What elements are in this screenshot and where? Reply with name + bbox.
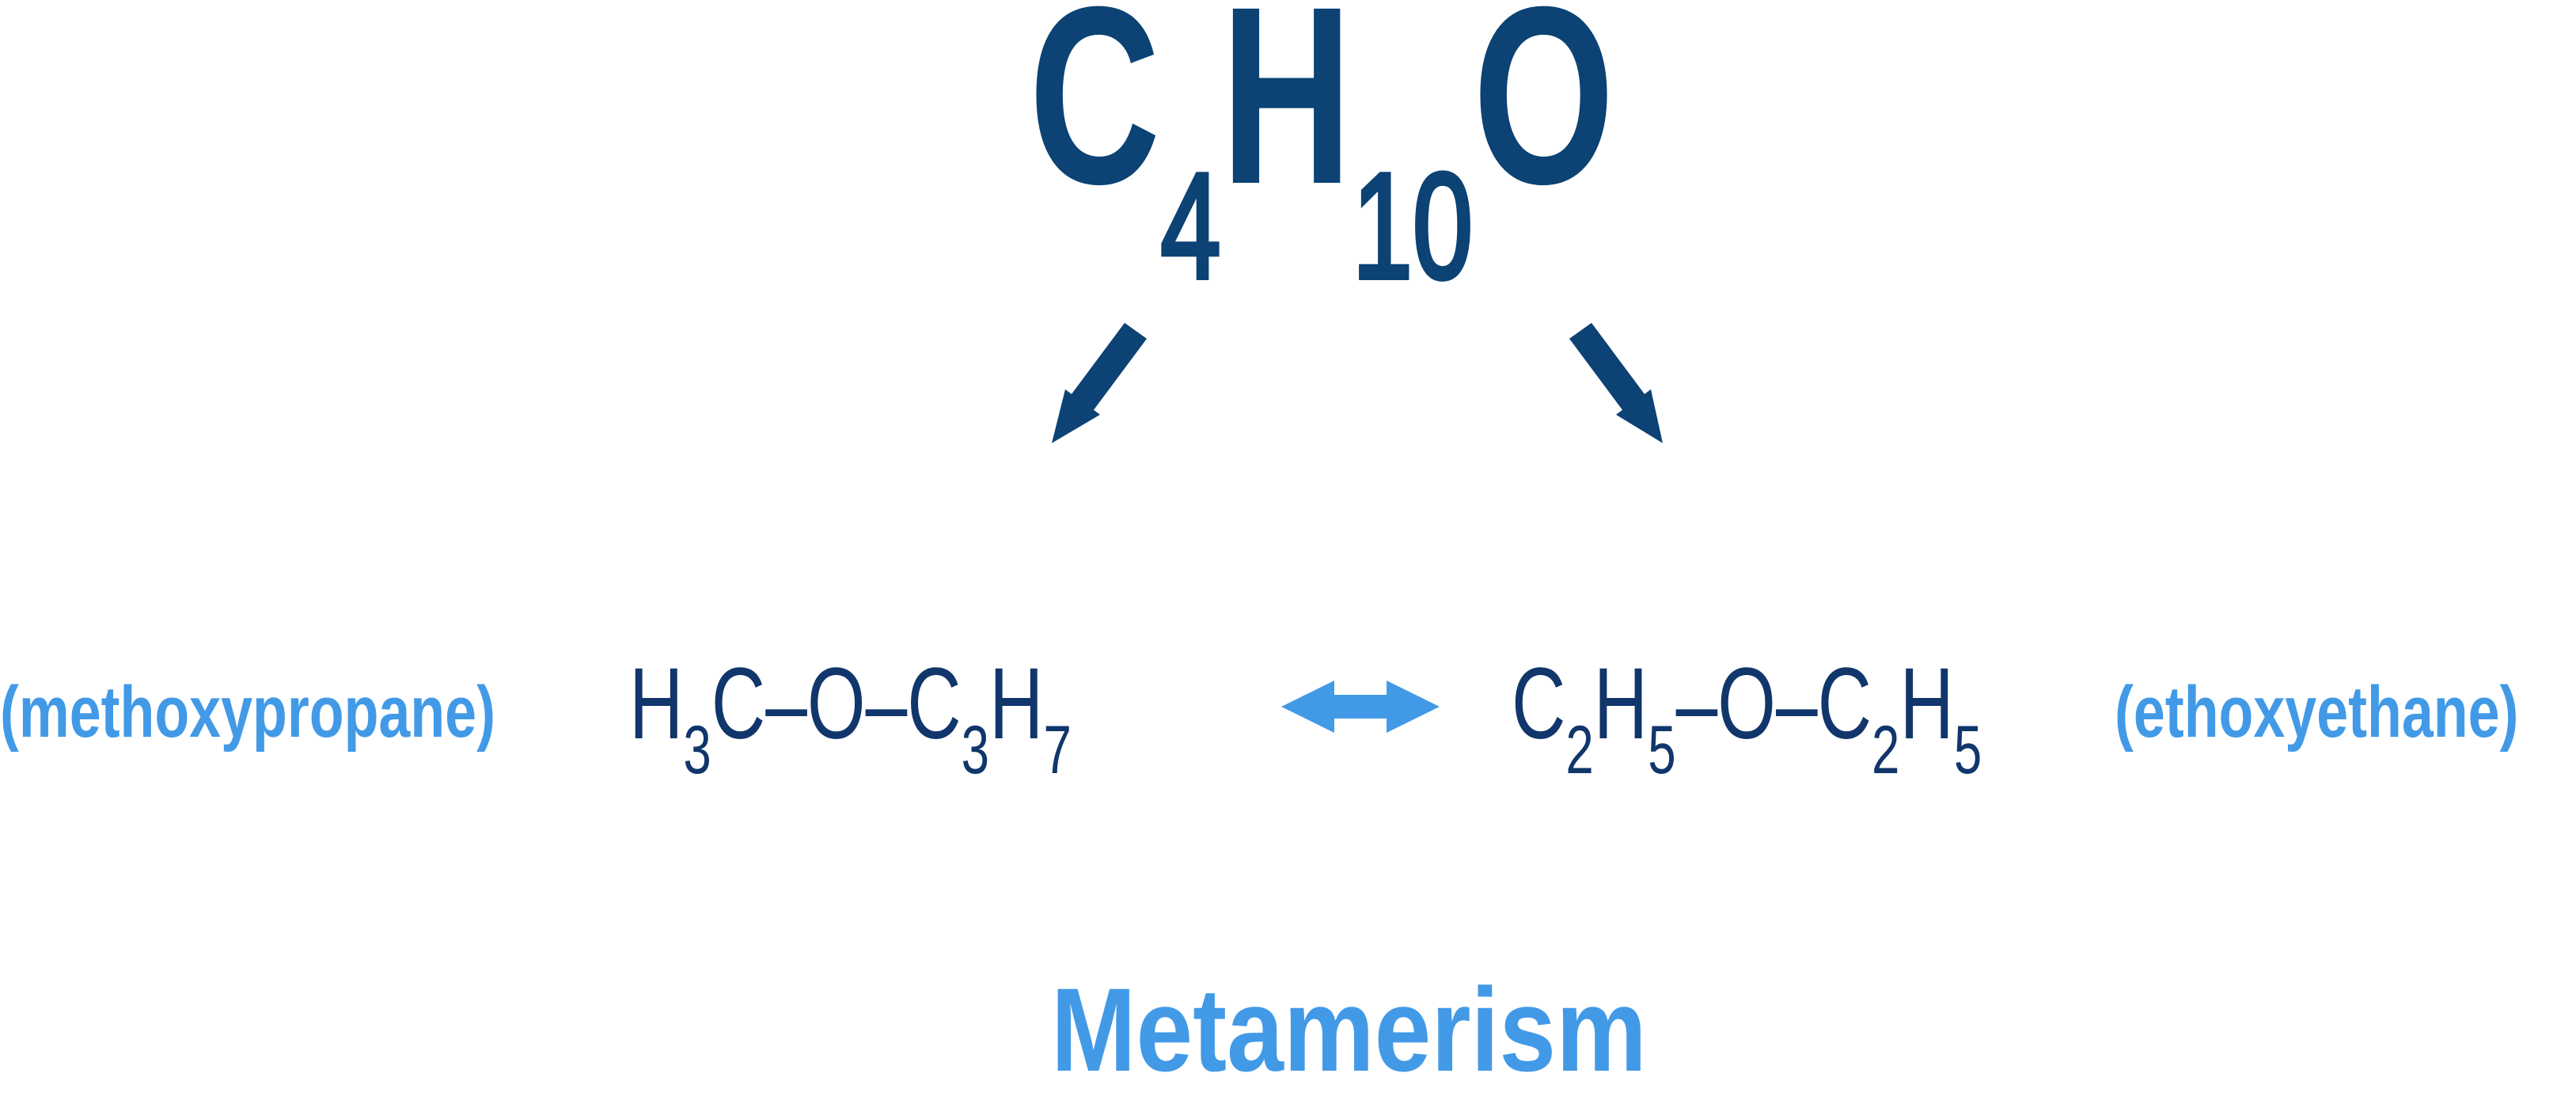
double-headed-arrow-icon xyxy=(1281,681,1440,733)
formula-hydrogen: H xyxy=(1220,0,1352,237)
atom-h: H xyxy=(989,647,1044,760)
right-isomer-name: (ethoxyethane) xyxy=(2115,672,2519,753)
atom-o: O xyxy=(806,647,866,760)
molecular-formula: C4H10O xyxy=(1029,0,1842,304)
subscript: 2 xyxy=(1565,712,1594,788)
formula-hydrogen-count: 10 xyxy=(1351,142,1474,310)
subscript: 3 xyxy=(961,712,990,788)
bond: – xyxy=(1775,647,1818,760)
left-isomer-name: (methoxypropane) xyxy=(0,672,495,753)
bond: – xyxy=(765,647,807,760)
arrow-down-left-icon xyxy=(1052,323,1147,443)
atom-c: C xyxy=(1817,647,1872,760)
arrows-layer xyxy=(1052,323,1663,733)
atom-h: H xyxy=(1593,647,1648,760)
arrow-down-right-icon xyxy=(1569,323,1663,443)
atom-o: O xyxy=(1717,647,1776,760)
subscript: 2 xyxy=(1872,712,1900,788)
subscript: 5 xyxy=(1953,712,1982,788)
subscript: 3 xyxy=(683,712,711,788)
diagram-title: Metamerism xyxy=(1051,963,1647,1096)
left-isomer-structure: H3C–O–C3H7 xyxy=(629,654,1227,785)
atom-h: H xyxy=(1899,647,1954,760)
atom-c: C xyxy=(711,647,766,760)
subscript: 7 xyxy=(1043,712,1072,788)
formula-carbon-count: 4 xyxy=(1159,142,1222,310)
subscript: 5 xyxy=(1648,712,1676,788)
formula-carbon: C xyxy=(1029,0,1161,237)
atom-h: H xyxy=(629,647,684,760)
bond: – xyxy=(865,647,908,760)
atom-c: C xyxy=(1512,647,1566,760)
bond: – xyxy=(1675,647,1718,760)
atom-c: C xyxy=(907,647,962,760)
right-isomer-structure: C2H5–O–C2H5 xyxy=(1512,654,2147,785)
formula-oxygen: O xyxy=(1473,0,1615,237)
